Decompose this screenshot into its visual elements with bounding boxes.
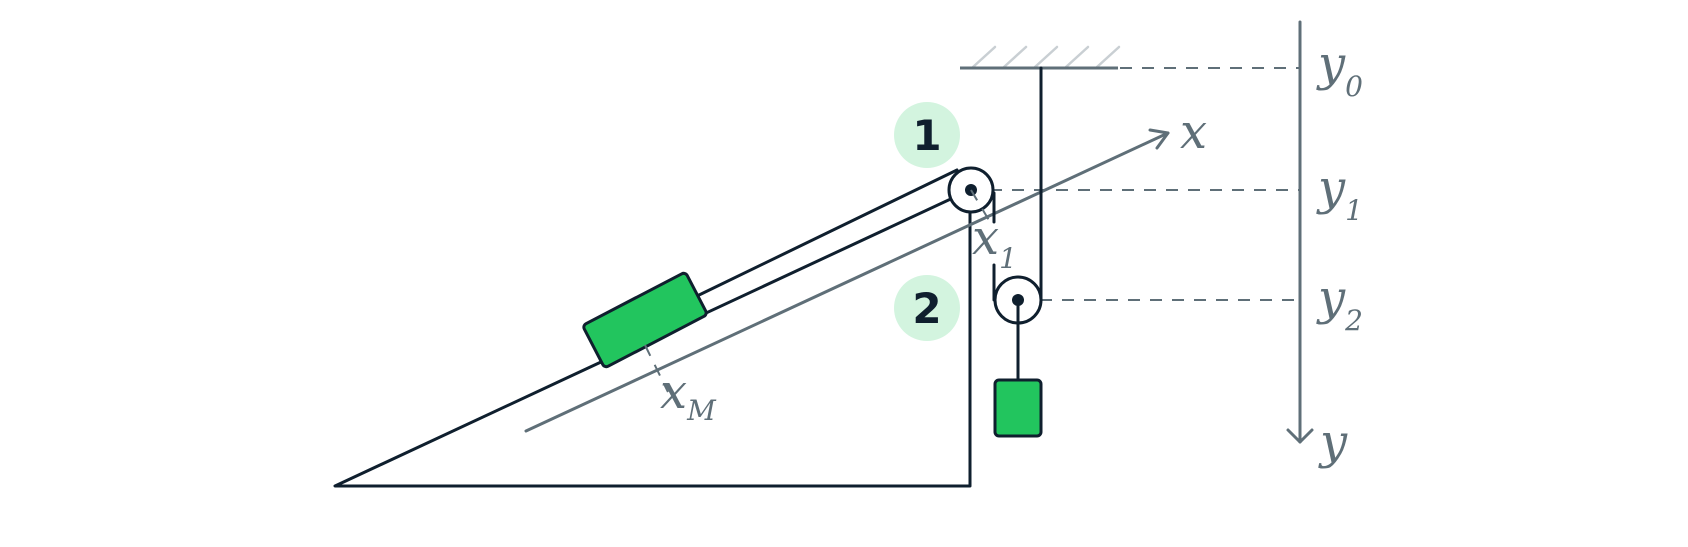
y-axis (1286, 20, 1314, 444)
badge-2: 2 (894, 275, 960, 341)
hanging-mass (993, 378, 1043, 438)
svg-text:2: 2 (912, 284, 941, 333)
y2-label: y2 (1316, 270, 1363, 337)
y0-label: y0 (1316, 36, 1363, 103)
x1-label: x1 (972, 210, 1017, 275)
y1-label: y1 (1316, 160, 1363, 227)
x1-marker-line (970, 189, 991, 223)
incline-block (582, 271, 708, 369)
xM-label: xM (660, 364, 717, 427)
x-axis-label: x (1180, 104, 1207, 160)
xM-marker-line (644, 344, 669, 393)
badge-1: 1 (894, 102, 960, 168)
rope-incline (695, 168, 959, 298)
ceiling-support (960, 45, 1121, 70)
x-axis (524, 128, 1170, 433)
svg-text:1: 1 (912, 111, 941, 160)
y-axis-label: y (1318, 414, 1348, 470)
